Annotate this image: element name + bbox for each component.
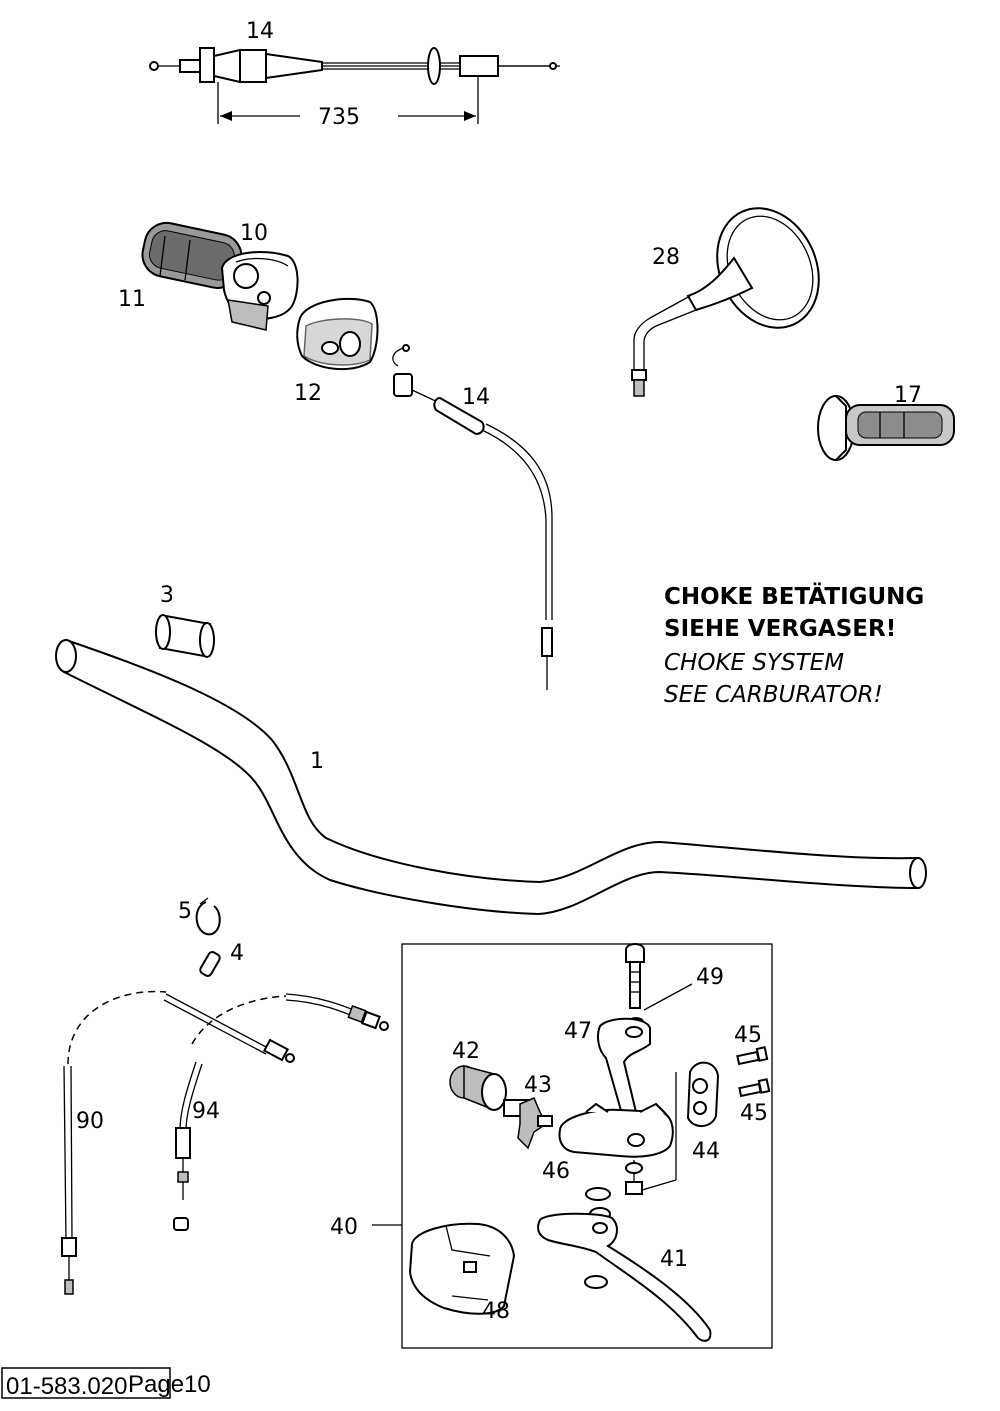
drawing-number: 01-583.020 bbox=[6, 1373, 127, 1400]
choke-note-en-line2: SEE CARBURATOR! bbox=[664, 682, 883, 708]
callout-41: 41 bbox=[660, 1247, 688, 1272]
lever-assembly-part-40 bbox=[372, 943, 773, 1349]
dimension-735-line bbox=[217, 76, 479, 124]
callout-48: 48 bbox=[482, 1299, 510, 1324]
cable-part-94 bbox=[173, 993, 389, 1231]
throttle-grip-part-11 bbox=[141, 221, 243, 289]
callout-11: 11 bbox=[118, 287, 146, 312]
callout-14-choke-cable: 14 bbox=[462, 385, 490, 410]
throttle-cable-part-14 bbox=[149, 47, 560, 85]
mirror-part-28 bbox=[631, 207, 820, 397]
callout-90: 90 bbox=[76, 1109, 104, 1134]
callout-12: 12 bbox=[294, 381, 322, 406]
callout-28: 28 bbox=[652, 245, 680, 270]
callout-45-lower: 45 bbox=[740, 1101, 768, 1126]
lever-cover-part-48 bbox=[408, 1222, 516, 1315]
adjuster-sleeve-part-42 bbox=[449, 1065, 507, 1112]
page-number: Page10 bbox=[128, 1371, 211, 1398]
handlebar-part-1 bbox=[55, 638, 927, 916]
clutch-cable-part-90 bbox=[61, 990, 295, 1295]
bar-pad-part-3 bbox=[155, 614, 215, 658]
choke-note-de-line1: CHOKE BETÄTIGUNG bbox=[664, 582, 924, 610]
callout-45-upper: 45 bbox=[734, 1023, 762, 1048]
clutch-lever-part-41 bbox=[537, 1212, 712, 1342]
callout-46: 46 bbox=[542, 1159, 570, 1184]
callout-42: 42 bbox=[452, 1039, 480, 1064]
callout-5: 5 bbox=[178, 899, 192, 924]
bolt-part-45-lower bbox=[738, 1078, 771, 1098]
callout-14-throttle-cable: 14 bbox=[246, 19, 274, 44]
choke-note-en-line1: CHOKE SYSTEM bbox=[664, 650, 844, 676]
callout-1: 1 bbox=[310, 749, 324, 774]
adjuster-screw-part-43 bbox=[503, 1097, 553, 1150]
throttle-cover-part-12 bbox=[296, 297, 379, 371]
throttle-housing-part-10 bbox=[220, 251, 299, 331]
callout-40: 40 bbox=[330, 1215, 358, 1240]
callout-94: 94 bbox=[192, 1099, 220, 1124]
washers-and-nut bbox=[584, 1072, 677, 1289]
callout-47: 47 bbox=[564, 1019, 592, 1044]
clamp-part-44 bbox=[686, 1061, 720, 1127]
choke-note-de-line2: SIEHE VERGASER! bbox=[664, 616, 896, 642]
bolt-part-45-upper bbox=[736, 1046, 769, 1066]
dimension-735-label: 735 bbox=[318, 105, 360, 130]
footer-box bbox=[1, 1367, 171, 1399]
grip-part-17 bbox=[817, 395, 955, 461]
callout-3: 3 bbox=[160, 583, 174, 608]
callout-43: 43 bbox=[524, 1073, 552, 1098]
pin-part-4 bbox=[199, 951, 221, 977]
lever-housing-part-46 bbox=[558, 1102, 674, 1158]
bracket-part-47 bbox=[597, 1017, 651, 1116]
screw-part-49 bbox=[625, 943, 693, 1027]
callout-49: 49 bbox=[696, 965, 724, 990]
callout-4: 4 bbox=[230, 941, 244, 966]
circlip-part-5 bbox=[195, 897, 221, 936]
choke-cable-part-14 bbox=[392, 344, 553, 690]
callout-17: 17 bbox=[894, 383, 922, 408]
callout-44: 44 bbox=[692, 1139, 720, 1164]
callout-10: 10 bbox=[240, 221, 268, 246]
